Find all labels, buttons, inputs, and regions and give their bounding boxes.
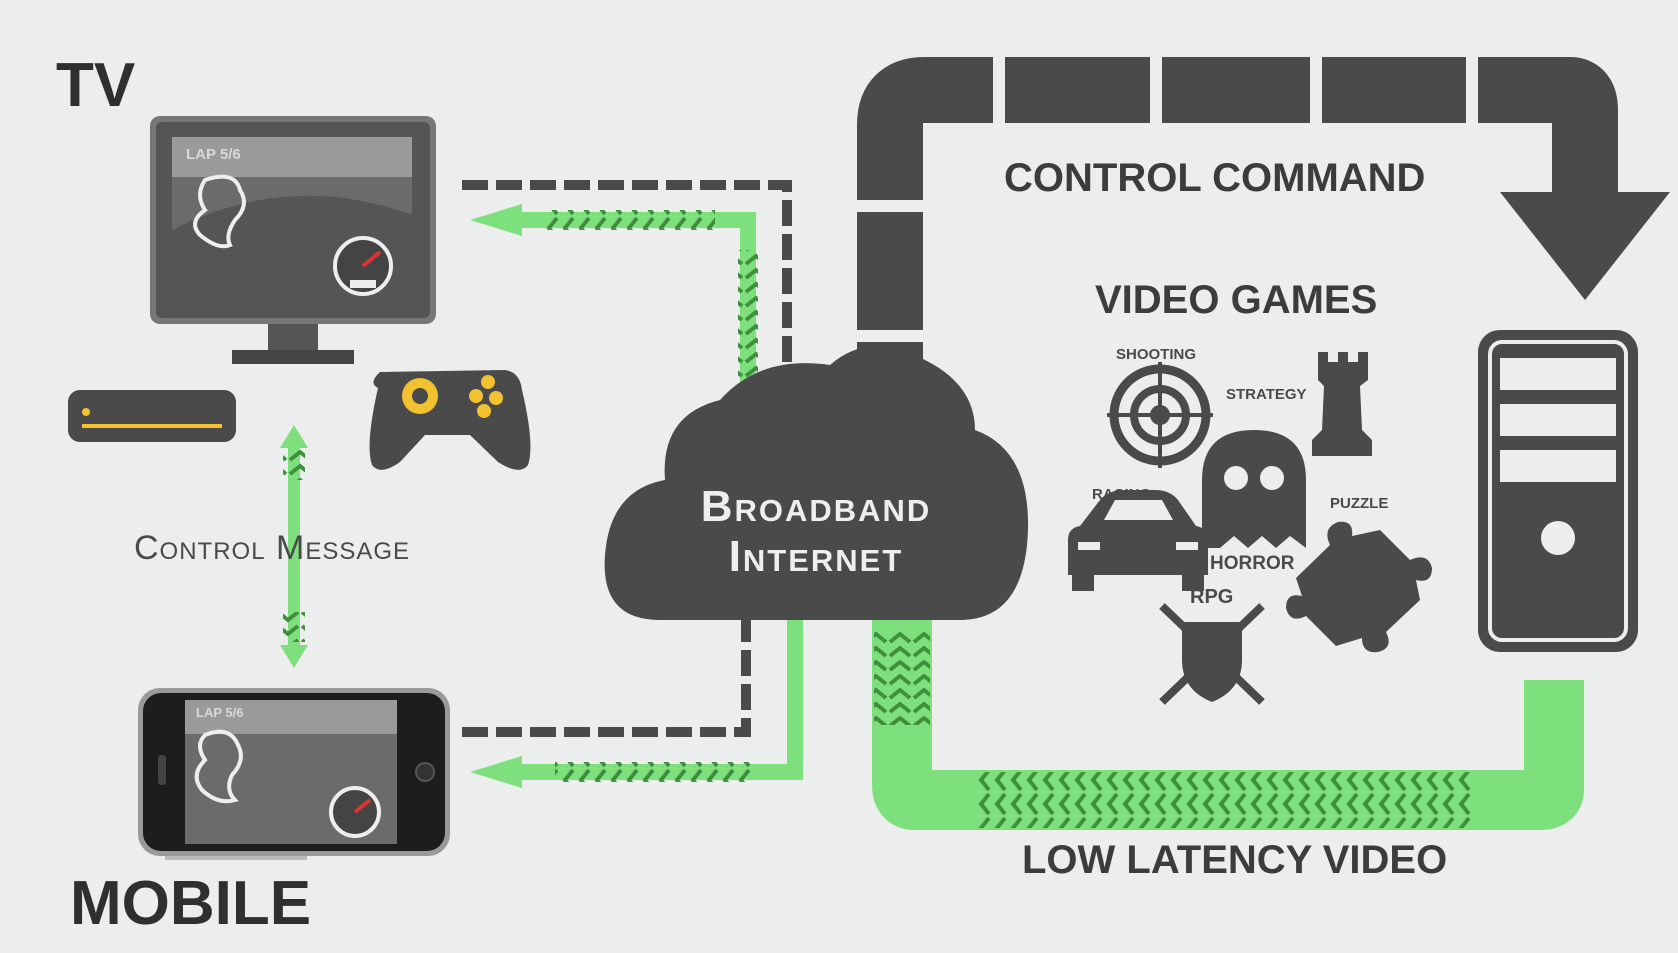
cloud-label-line2: Internet [728,532,904,581]
set-top-box-icon [68,390,236,442]
server-icon [1478,330,1638,652]
control-arrow-head [1500,192,1670,300]
tv-lap-counter: LAP 5/6 [186,146,241,163]
gamepad-icon [369,370,531,470]
puzzle-icon [1286,521,1432,653]
mobile-link [462,610,803,788]
control-command-label: CONTROL COMMAND [1004,156,1426,200]
low-latency-video-label: LOW LATENCY VIDEO [1022,838,1448,882]
smartphone-icon [138,688,450,860]
shield-swords-icon [1159,603,1265,705]
rook-icon [1312,352,1372,456]
genre-horror-label: HORROR [1210,553,1295,574]
genre-strategy-label: STRATEGY [1226,386,1307,403]
genre-racing-label: RACING [1092,486,1152,503]
control-message-link [280,425,308,668]
target-icon [1107,362,1213,468]
tv-icon [150,116,436,364]
mobile-lap-counter: LAP 5/6 [196,705,244,720]
tv-link [462,180,792,420]
video-games-label: VIDEO GAMES [1095,278,1378,322]
cloud-label-line1: Broadband [700,482,932,531]
genre-shooting-label: SHOOTING [1116,346,1197,363]
tv-label: TV [56,51,136,120]
control-message-label: Control Message [134,529,411,567]
cloud-label: Broadband Internet [640,482,992,582]
low-latency-video-path [872,620,1584,830]
mobile-label: MOBILE [70,869,312,938]
control-command-path [855,55,1670,380]
genre-rpg-label: RPG [1190,586,1234,608]
cloud-icon [604,346,1029,620]
ghost-icon [1202,430,1306,548]
genre-puzzle-label: PUZZLE [1330,495,1389,512]
car-icon [1068,490,1208,591]
